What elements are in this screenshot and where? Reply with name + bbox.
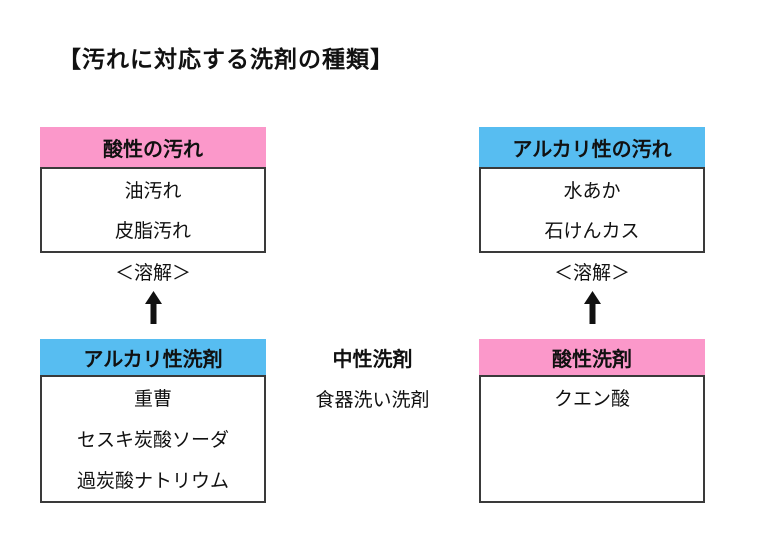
dirt-item: 石けんカス [544,220,640,242]
dirt-item: 皮脂汚れ [114,220,191,242]
acidic-detergent-header: 酸性洗剤 [479,339,705,375]
alkaline-detergent-header: アルカリ性洗剤 [40,339,266,375]
neutral-detergent-title: 中性洗剤 [332,349,413,371]
dissolve-label-left: ＜溶解＞ [114,263,191,284]
alkaline-dirt-box: 水あか 石けんカス [479,167,705,253]
alkaline-detergent-box: 重曹 セスキ炭酸ソーダ 過炭酸ナトリウム [40,375,266,503]
detergent-item: 過炭酸ナトリウム [76,471,229,492]
up-arrow-icon [479,291,705,324]
acidic-detergent-box: クエン酸 [479,375,705,503]
alkaline-dirt-header: アルカリ性の汚れ [479,127,705,167]
page-title: 【汚れに対応する洗剤の種類】 [58,46,394,72]
up-arrow-icon [40,291,266,324]
detergent-item: 重曹 [133,389,172,410]
acidic-dirt-box: 油汚れ 皮脂汚れ [40,167,266,253]
detergent-item: クエン酸 [553,389,630,410]
dirt-item: 油汚れ [124,180,182,202]
dirt-item: 水あか [563,180,621,202]
detergent-item: セスキ炭酸ソーダ [76,430,229,451]
acidic-dirt-header: 酸性の汚れ [40,127,266,167]
neutral-detergent-item: 食器洗い洗剤 [315,390,430,411]
dissolve-label-right: ＜溶解＞ [553,263,630,284]
